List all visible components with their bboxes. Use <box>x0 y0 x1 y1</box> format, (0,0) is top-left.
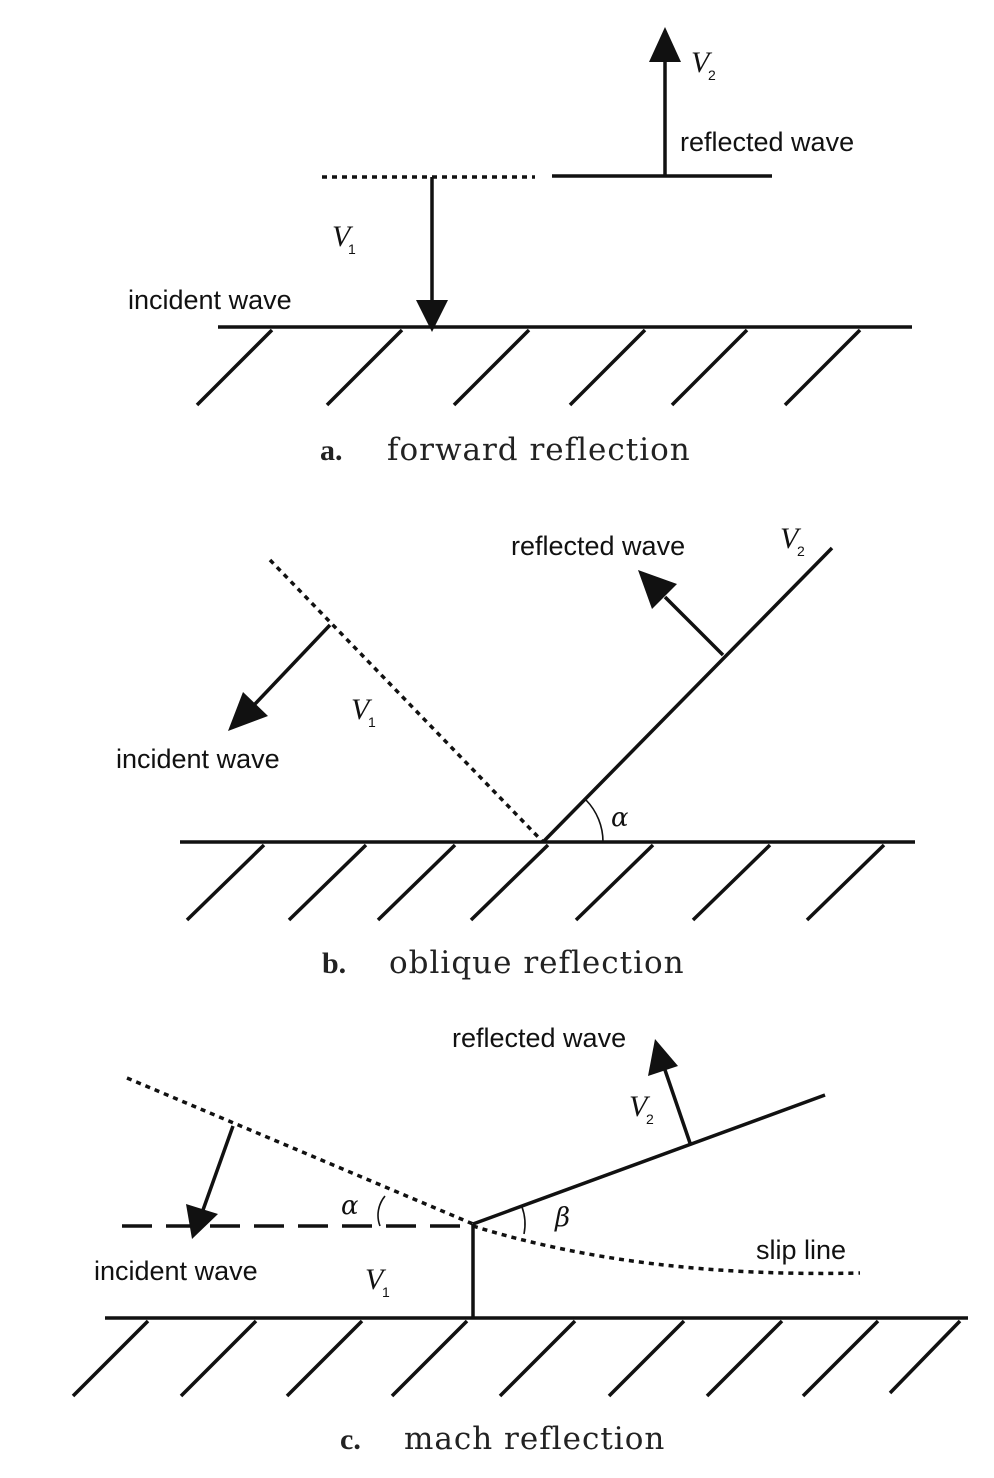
panel-c-incident-wavefront <box>126 1076 474 1226</box>
panel-b-incident-wavefront <box>268 558 545 844</box>
panel-b-alpha-angle-arc <box>585 799 604 843</box>
panel-c-alpha-angle-arc <box>377 1195 386 1227</box>
panel-c-caption-letter: c. <box>340 1423 361 1456</box>
panel-b-v2-arrow-shaft <box>663 595 725 657</box>
panel-b-v2-symbol: V <box>780 522 802 555</box>
panel-c-alpha-label: α <box>341 1191 359 1221</box>
panel-c-caption-text: mach reflection <box>404 1421 665 1457</box>
panel-c-v2-symbol: V <box>629 1090 651 1123</box>
panel-a-caption-text: forward reflection <box>387 432 691 468</box>
panel-a-forward-reflection: V 2 reflected wave V 1 incident wave a. … <box>128 27 912 468</box>
panel-c-beta-label: β <box>554 1203 570 1233</box>
panel-a-wall-hatching <box>195 328 862 407</box>
panel-c-v1-arrow-shaft <box>201 1125 235 1211</box>
panel-c-beta-angle-arc <box>521 1206 526 1235</box>
panel-b-reflected-wave-label: reflected wave <box>511 531 685 561</box>
panel-a-reflected-wave-label: reflected wave <box>680 127 854 157</box>
panel-b-v1-arrow-shaft <box>253 623 332 706</box>
panel-a-v1-subscript: 1 <box>348 241 356 257</box>
panel-b-v1-subscript: 1 <box>368 714 376 730</box>
panel-a-v2-arrowhead <box>649 27 681 62</box>
panel-b-caption-text: oblique reflection <box>389 945 685 981</box>
panel-c-wall-hatching <box>71 1319 962 1398</box>
panel-b-wall-hatching <box>185 843 886 922</box>
panel-c-slip-line-label: slip line <box>756 1235 846 1265</box>
panel-b-reflected-wavefront <box>541 546 834 844</box>
panel-b-alpha-label: α <box>611 803 629 833</box>
panel-b-oblique-reflection: reflected wave V 2 V 1 incident wave α b… <box>116 522 915 981</box>
panel-b-v1-arrowhead <box>228 692 268 731</box>
panel-c-v2-subscript: 2 <box>646 1111 654 1127</box>
panel-a-v1-arrowhead <box>416 300 448 332</box>
panel-c-mach-reflection: reflected wave V 2 α β slip line inciden… <box>71 1023 968 1457</box>
panel-c-v2-arrowhead <box>648 1039 678 1076</box>
panel-c-v1-symbol: V <box>365 1263 387 1296</box>
panel-c-incident-wave-label: incident wave <box>94 1256 258 1286</box>
panel-b-v2-subscript: 2 <box>797 543 805 559</box>
panel-c-v1-subscript: 1 <box>382 1284 390 1300</box>
panel-c-reflected-wavefront <box>472 1093 826 1226</box>
panel-b-v2-arrowhead <box>638 570 677 609</box>
panel-a-v2-symbol: V <box>691 46 713 79</box>
panel-c-v2-arrow-shaft <box>663 1069 692 1144</box>
panel-a-v2-subscript: 2 <box>708 67 716 83</box>
panel-b-caption-letter: b. <box>322 947 346 980</box>
panel-b-v1-symbol: V <box>351 693 373 726</box>
panel-c-slip-line <box>472 1224 861 1276</box>
panel-c-v1-arrowhead <box>186 1204 218 1239</box>
panel-a-v1-symbol: V <box>332 220 354 253</box>
panel-b-incident-wave-label: incident wave <box>116 744 280 774</box>
panel-c-reflected-wave-label: reflected wave <box>452 1023 626 1053</box>
panel-a-incident-wave-label: incident wave <box>128 285 292 315</box>
panel-a-caption-letter: a. <box>320 434 343 467</box>
